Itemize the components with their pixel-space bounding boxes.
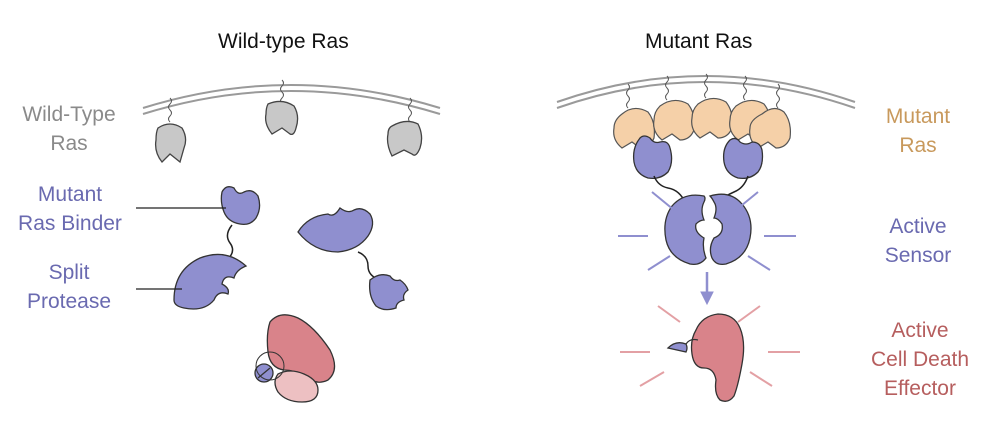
- sensor-activity-rays: [618, 191, 796, 271]
- label-wild-type-ras: Wild-Type Ras: [14, 100, 124, 158]
- mutant-ras-tethers: [626, 73, 780, 109]
- inactive-effector: [254, 314, 336, 403]
- active-sensor: [664, 193, 752, 266]
- wild-type-ras-1: [154, 97, 187, 164]
- label-split-protease-line1: Split: [48, 261, 90, 284]
- split-protease-right: [297, 207, 374, 253]
- wild-type-ras-3: [386, 97, 423, 157]
- right-membrane: [556, 75, 856, 109]
- left-membrane: [142, 84, 441, 115]
- label-active-effector-line1: Active: [891, 319, 949, 342]
- right-panel-title: Mutant Ras: [645, 30, 753, 53]
- label-wild-type-ras-line2: Ras: [50, 132, 88, 155]
- bound-binders: [632, 135, 764, 180]
- label-mutant-ras-binder-line2: Ras Binder: [18, 212, 122, 235]
- label-mutant-ras-binder-line1: Mutant: [37, 183, 103, 206]
- label-active-effector-line2: Cell Death: [870, 348, 970, 371]
- mutant-ras-binder-right: [368, 274, 409, 311]
- wild-type-ras-2: [264, 79, 299, 136]
- activation-arrow: [700, 272, 714, 306]
- label-mutant-ras-binder: Mutant Ras Binder: [4, 180, 136, 238]
- label-active-sensor: Active Sensor: [868, 212, 968, 270]
- label-active-effector-line3: Effector: [884, 377, 956, 400]
- mutant-ras-cluster: [613, 97, 791, 149]
- label-split-protease: Split Protease: [14, 258, 124, 316]
- effector-activity-rays: [620, 305, 800, 387]
- label-active-sensor-line1: Active: [889, 215, 947, 238]
- active-effector: [666, 313, 745, 402]
- label-wild-type-ras-line1: Wild-Type: [22, 103, 116, 126]
- label-mutant-ras: Mutant Ras: [868, 102, 968, 160]
- label-active-sensor-line2: Sensor: [884, 244, 952, 267]
- label-mutant-ras-line1: Mutant: [885, 105, 951, 128]
- label-mutant-ras-line2: Ras: [899, 134, 937, 157]
- left-linker-1: [226, 224, 234, 260]
- mutant-ras-binder-left: [220, 186, 261, 226]
- label-active-effector: Active Cell Death Effector: [860, 316, 980, 403]
- left-panel-title: Wild-type Ras: [218, 30, 349, 53]
- split-protease-left: [173, 253, 248, 310]
- label-split-protease-line2: Protease: [26, 290, 112, 313]
